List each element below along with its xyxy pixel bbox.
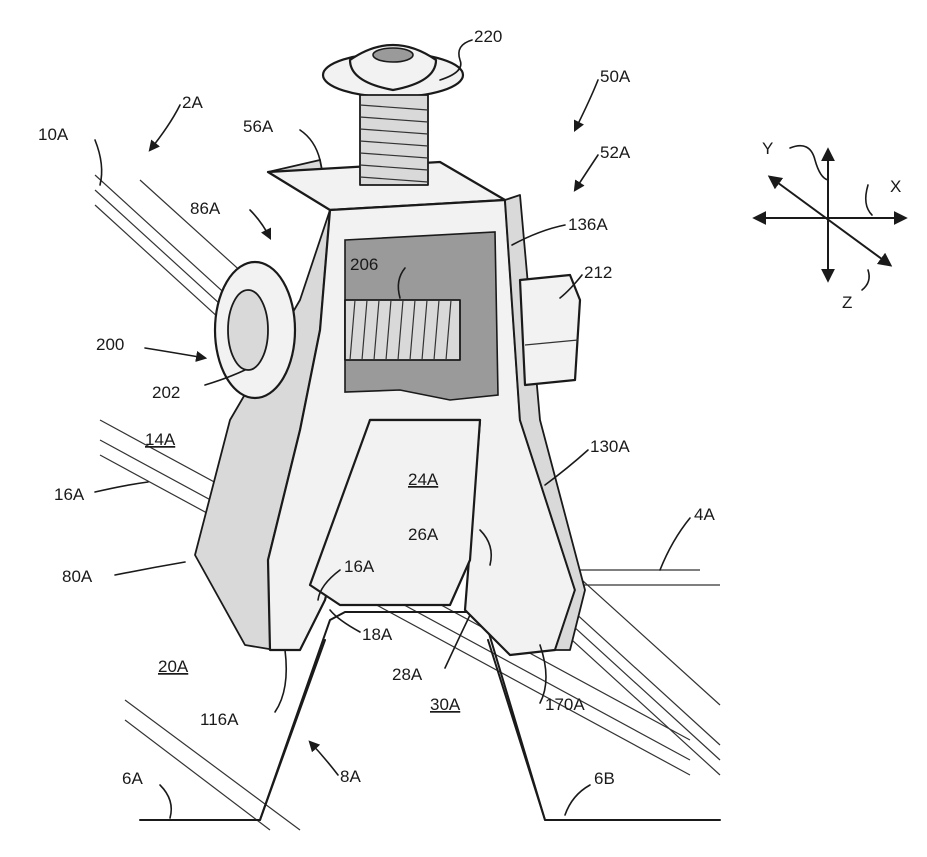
axis-label-x: X bbox=[890, 177, 901, 196]
label-6A: 6A bbox=[122, 769, 143, 788]
label-28A: 28A bbox=[392, 665, 423, 684]
label-86A: 86A bbox=[190, 199, 221, 218]
axes-glyph bbox=[755, 146, 905, 290]
label-116A: 116A bbox=[200, 710, 239, 729]
label-18A: 18A bbox=[362, 625, 393, 644]
label-212: 212 bbox=[584, 263, 612, 282]
label-10A: 10A bbox=[38, 125, 69, 144]
axis-label-z: Z bbox=[842, 293, 852, 312]
label-220: 220 bbox=[474, 27, 502, 46]
axis-label-y: Y bbox=[762, 139, 773, 158]
label-200: 200 bbox=[96, 335, 124, 354]
label-202: 202 bbox=[152, 383, 180, 402]
clamp-body bbox=[195, 160, 585, 655]
label-136A: 136A bbox=[568, 215, 608, 234]
label-4A: 4A bbox=[694, 505, 715, 524]
nut-212 bbox=[520, 275, 580, 385]
label-24A: 24A bbox=[408, 470, 439, 489]
label-56A: 56A bbox=[243, 117, 274, 136]
label-30A: 30A bbox=[430, 695, 461, 714]
label-8A: 8A bbox=[340, 767, 361, 786]
label-2A: 2A bbox=[182, 93, 203, 112]
label-52A: 52A bbox=[600, 143, 631, 162]
label-16A-inner: 16A bbox=[344, 557, 375, 576]
label-6B: 6B bbox=[594, 769, 615, 788]
label-130A: 130A bbox=[590, 437, 630, 456]
label-50A: 50A bbox=[600, 67, 631, 86]
screw-206 bbox=[345, 300, 460, 360]
label-80A: 80A bbox=[62, 567, 93, 586]
label-16A-left: 16A bbox=[54, 485, 85, 504]
label-14A: 14A bbox=[145, 430, 176, 449]
label-20A: 20A bbox=[158, 657, 189, 676]
label-26A: 26A bbox=[408, 525, 439, 544]
label-170A: 170A bbox=[545, 695, 585, 714]
label-206: 206 bbox=[350, 255, 378, 274]
